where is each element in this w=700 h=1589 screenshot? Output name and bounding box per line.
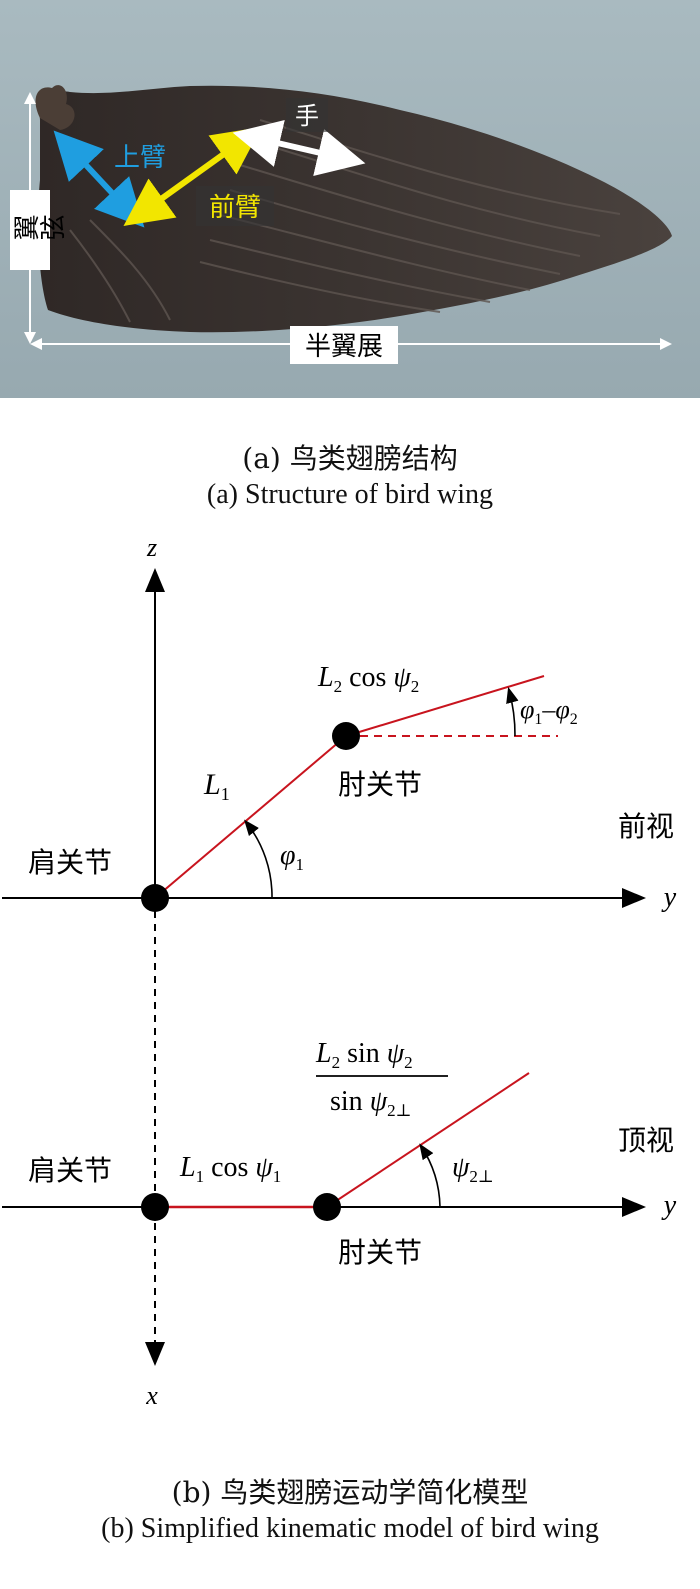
y-axis-front-label: y <box>661 882 677 913</box>
x-axis-label: x <box>145 1381 158 1410</box>
L1-label: L1 <box>203 768 230 804</box>
L1cos-psi1-label: L1 cos ψ1 <box>179 1152 281 1186</box>
top-view-title: 顶视 <box>618 1124 674 1157</box>
front-elbow-label: 肘关节 <box>338 768 422 801</box>
front-upper-arm-line <box>154 735 347 899</box>
hand-label: 手 <box>295 102 319 130</box>
caption-b-en: (b) Simplified kinematic model of bird w… <box>101 1513 599 1544</box>
chord-label-box <box>10 190 50 270</box>
y-axis-top-label: y <box>661 1190 677 1221</box>
half-span-label-box <box>290 326 398 364</box>
forearm-arrow <box>123 127 262 226</box>
hand-arrow <box>232 120 366 176</box>
upper-arm-arrow <box>53 130 145 228</box>
caption-b-cn: (b) 鸟类翅膀运动学简化模型 <box>171 1476 529 1509</box>
top-forearm-line <box>326 1072 530 1208</box>
phi1-minus-phi2-label: φ1–φ2 <box>520 695 578 728</box>
upper-arm-label: 上臂 <box>114 143 166 173</box>
front-elbow-joint <box>332 722 360 750</box>
front-shoulder-joint <box>141 884 169 912</box>
front-shoulder-label: 肩关节 <box>28 846 112 879</box>
psi2perp-arc <box>419 1143 441 1208</box>
front-forearm-line <box>345 675 545 737</box>
fraction-numerator: L2 sin ψ2 <box>315 1038 413 1072</box>
half-span-label: 半翼展 <box>305 332 383 362</box>
forearm-label: 前臂 <box>209 193 261 223</box>
top-shoulder-joint <box>141 1193 169 1221</box>
caption-a-cn: (a) 鸟类翅膀结构 <box>242 442 458 475</box>
psi2perp-label: ψ2⊥ <box>452 1152 494 1186</box>
z-axis-label: z <box>146 533 157 562</box>
phi1-label: φ1 <box>280 840 304 874</box>
bird-wing-photo: 翼弦 半翼展 上臂 前臂 手 <box>0 0 700 398</box>
forearm-label-box <box>196 186 274 226</box>
top-shoulder-label: 肩关节 <box>28 1154 112 1187</box>
phi1-arc <box>244 819 273 899</box>
top-elbow-label: 肘关节 <box>338 1236 422 1269</box>
L2cos-psi2-label: L2 cos ψ2 <box>317 662 419 696</box>
chord-label: 翼弦 <box>13 215 65 245</box>
hand-label-box <box>286 98 328 132</box>
fraction-denominator: sin ψ2⊥ <box>330 1086 412 1120</box>
caption-a-en: (a) Structure of bird wing <box>206 479 494 510</box>
front-view-title: 前视 <box>618 810 674 843</box>
phi-diff-arc <box>506 686 519 737</box>
kinematic-diagram: z y x 肩关节 肘关节 前视 L1 φ1 L2 cos ψ2 φ1–φ2 y… <box>2 533 677 1410</box>
top-elbow-joint <box>313 1193 341 1221</box>
